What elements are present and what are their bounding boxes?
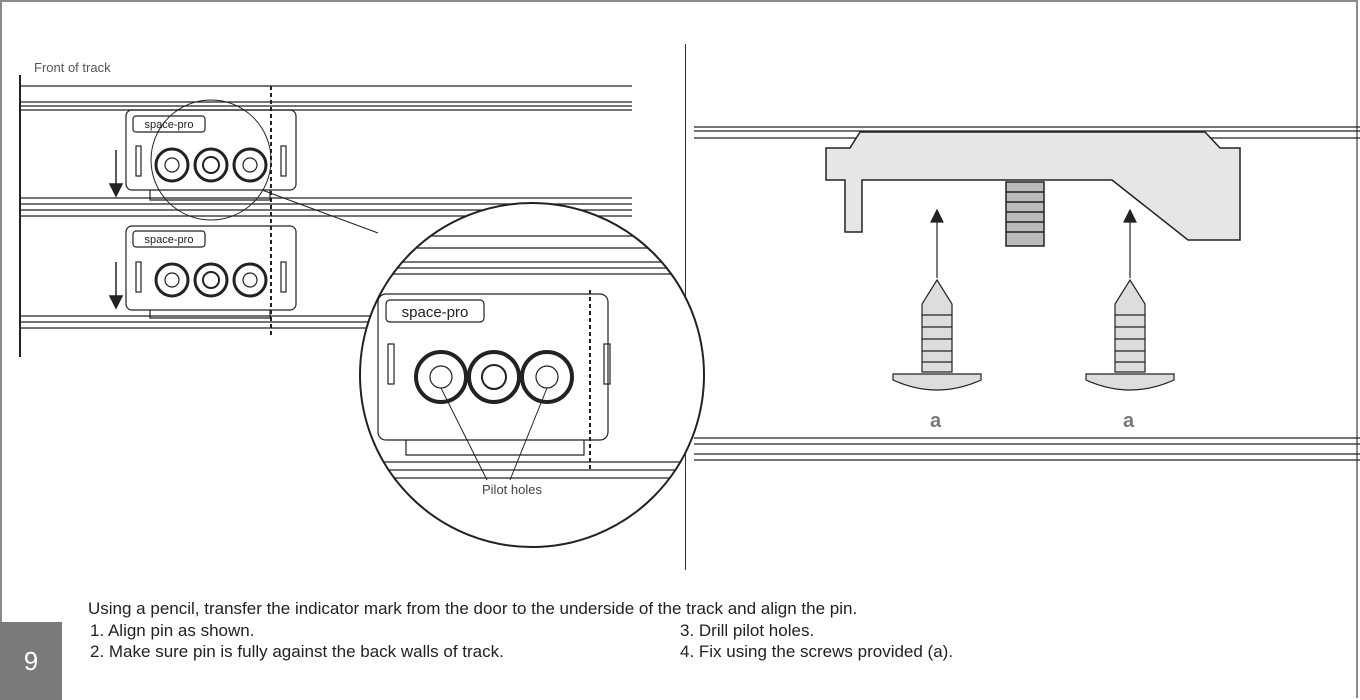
pin-logo: space-pro — [145, 234, 194, 246]
track-side-view — [694, 126, 1360, 461]
instruction-intro: Using a pencil, transfer the indicator m… — [88, 599, 858, 618]
front-of-track-label: Front of track — [34, 60, 111, 75]
instruction-step: 2. Make sure pin is fully against the ba… — [90, 642, 504, 661]
focus-circle — [150, 99, 272, 221]
arrow-down-icon — [108, 150, 124, 310]
instruction-step: 4. Fix using the screws provided (a). — [680, 642, 954, 661]
screw-icon — [892, 208, 982, 391]
instruction-step: 3. Drill pilot holes. — [680, 621, 815, 640]
screw-a-label: a — [1123, 410, 1135, 432]
pin-logo: space-pro — [402, 304, 469, 321]
instruction-step: 1. Align pin as shown. — [90, 621, 255, 640]
instruction-steps: 1. Align pin as shown. 3. Drill pilot ho… — [88, 620, 1348, 662]
screw-a-label: a — [930, 410, 942, 432]
pin-side-view — [825, 131, 1241, 247]
step-number-badge: 9 — [0, 622, 62, 700]
pilot-holes-label: Pilot holes — [482, 482, 542, 497]
instructions: Using a pencil, transfer the indicator m… — [88, 598, 1348, 662]
pin-logo: space-pro — [145, 119, 194, 131]
screw-icon — [1085, 208, 1175, 391]
magnified-view — [359, 202, 705, 548]
pin-bottom: space-pro — [125, 225, 297, 319]
pin-top: space-pro — [125, 109, 297, 201]
